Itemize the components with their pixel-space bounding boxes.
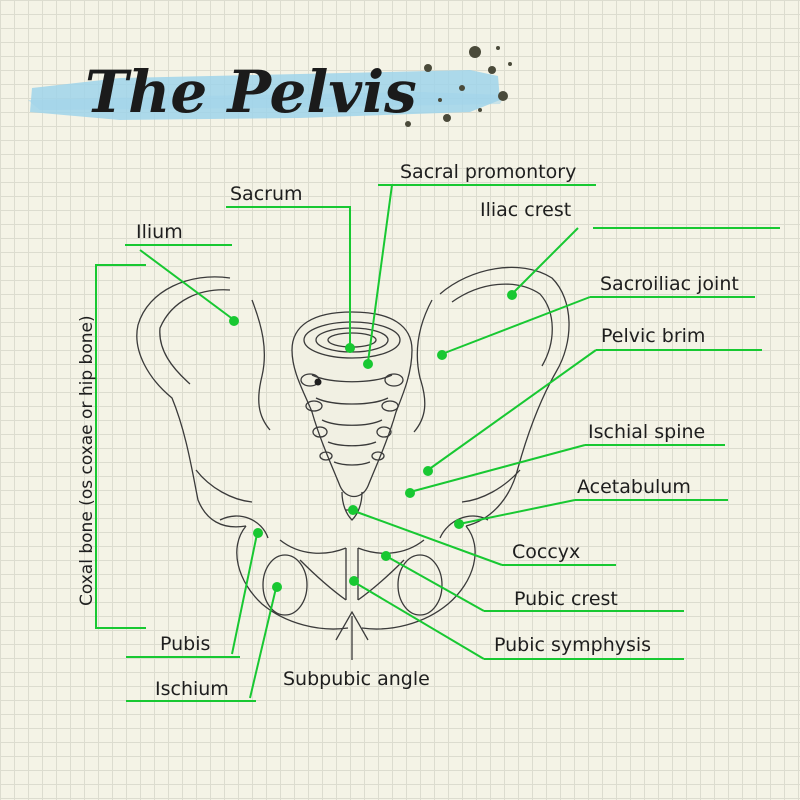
labels: Ilium Sacrum Sacral promontory Iliac cre… [77,161,739,700]
leader-lines [95,184,780,702]
label-sacrum: Sacrum [230,183,303,205]
dot-ischium [272,582,282,592]
title-brush-stroke [28,70,505,120]
label-pelvic-brim: Pelvic brim [601,325,705,347]
label-pubic-symphysis: Pubic symphysis [494,634,651,656]
label-acetabulum: Acetabulum [577,476,691,498]
dot-ischial-spine [405,488,415,498]
dot-coccyx [348,505,358,515]
ink-splatter [405,46,512,127]
label-sacroiliac-joint: Sacroiliac joint [600,273,739,295]
dot-pelvic-brim [423,466,433,476]
label-pubic-crest: Pubic crest [514,588,618,610]
dot-sacroiliac-joint [437,350,447,360]
dot-iliac-crest [507,290,517,300]
label-ischial-spine: Ischial spine [588,421,705,443]
dot-ilium [229,316,239,326]
label-iliac-crest: Iliac crest [480,199,571,221]
label-coxal-bone: Coxal bone (os coxae or hip bone) [77,315,97,606]
label-coccyx: Coccyx [512,541,580,563]
dot-pubic-symphysis [349,576,359,586]
dot-sacrum [345,343,355,353]
label-subpubic-angle: Subpubic angle [283,668,430,690]
label-sacral-promontory: Sacral promontory [400,161,576,183]
label-ischium: Ischium [155,678,229,700]
pelvis-drawing [136,266,570,660]
dot-pubic-crest [381,551,391,561]
page-title: The Pelvis [85,58,417,126]
label-ilium: Ilium [136,221,183,243]
dot-sacral-promontory [363,359,373,369]
label-pubis: Pubis [160,633,210,655]
label-dots [229,290,517,592]
dot-acetabulum [454,519,464,529]
dot-pubis [253,528,263,538]
